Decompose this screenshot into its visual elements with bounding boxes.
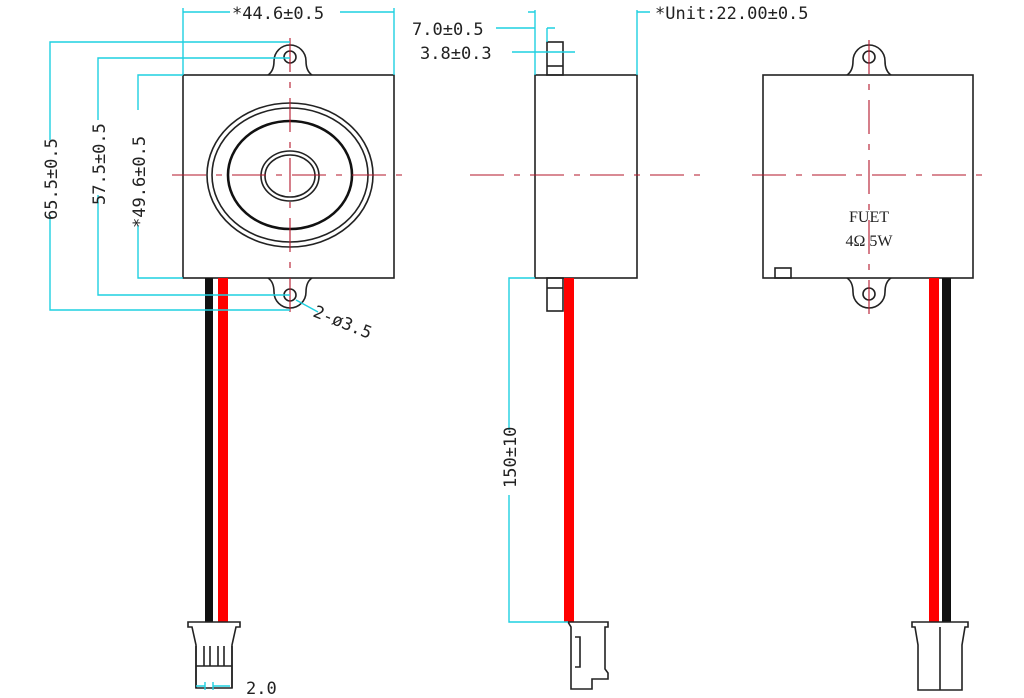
rating-label: 4Ω 5W (846, 233, 894, 250)
hole-pitch-dimension: 57.5±0.5 (90, 123, 110, 205)
overall-height-dimension: 65.5±0.5 (42, 138, 62, 220)
depth-total-dimension: 7.0±0.5 (412, 20, 484, 40)
body-height-dimension: *49.6±0.5 (130, 136, 150, 228)
holes-dimension: 2-ø3.5 (310, 302, 374, 344)
wire-length-dimension: 150±10 (501, 427, 521, 488)
tab-depth-dimension: 3.8±0.3 (420, 44, 492, 64)
back-view (752, 40, 985, 691)
pin-pitch-dimension: 2.0 (246, 679, 277, 698)
front-view (172, 38, 405, 689)
width-dimension: *44.6±0.5 (232, 4, 324, 24)
side-dimensions (496, 10, 650, 623)
front-dimensions (49, 8, 395, 690)
side-view (470, 41, 700, 690)
unit-depth-dimension: *Unit:22.00±0.5 (655, 4, 809, 24)
brand-label: FUET (849, 209, 889, 226)
